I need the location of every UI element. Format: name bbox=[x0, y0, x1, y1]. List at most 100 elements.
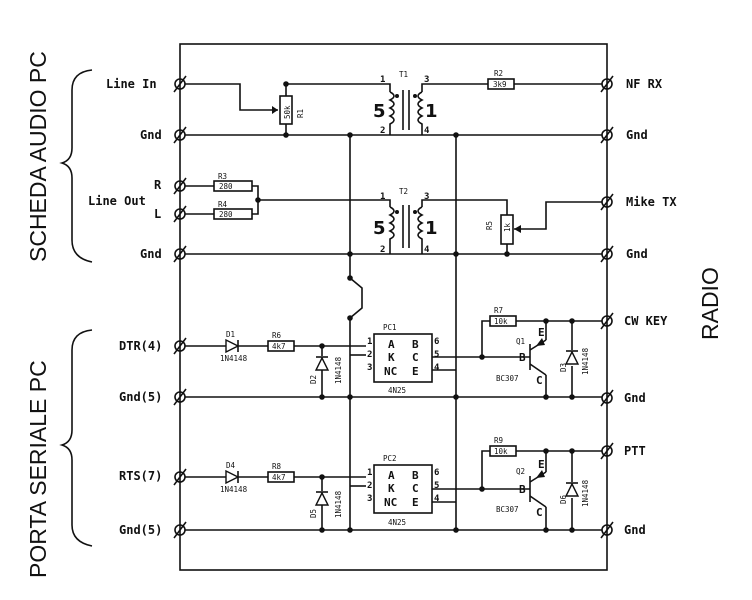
q1-e: E bbox=[538, 326, 545, 339]
r9-value: 10k bbox=[494, 447, 508, 456]
d5-diode: D5 1N4148 bbox=[309, 490, 343, 518]
pc1-optocoupler: PC1 1 2 3 6 5 4 A K NC B C E 4N25 bbox=[367, 323, 440, 395]
d1-ref: D1 bbox=[226, 330, 235, 339]
pc2-ref: PC2 bbox=[383, 454, 397, 463]
side-label-radio: RADIO bbox=[697, 267, 723, 340]
d4-diode: D4 1N4148 bbox=[220, 461, 248, 494]
pc2-k: K bbox=[388, 482, 395, 495]
r8-resistor: 4k7 R8 bbox=[267, 462, 295, 483]
junctions bbox=[255, 81, 575, 533]
terminal-rgnd3 bbox=[600, 389, 614, 407]
pc2-a: A bbox=[388, 469, 395, 482]
terminal-gnd5a bbox=[173, 388, 187, 406]
q2-e: E bbox=[538, 458, 545, 471]
term-rgnd1-label: Gnd bbox=[626, 128, 648, 142]
term-cw-key-label: CW KEY bbox=[624, 314, 668, 328]
pc2-e: E bbox=[412, 496, 419, 509]
r3-value: 280 bbox=[219, 182, 233, 191]
terminal-ptt bbox=[600, 442, 614, 460]
terminal-gnd5b bbox=[173, 521, 187, 539]
term-gnd1-label: Gnd bbox=[140, 128, 162, 142]
r4-resistor: 280 R4 bbox=[213, 200, 253, 220]
pc2-pin6: 6 bbox=[434, 468, 439, 478]
t2-pin4: 4 bbox=[424, 245, 430, 255]
r1-ref: R1 bbox=[296, 109, 305, 118]
t1-transformer: T1 1 2 3 4 5 1 bbox=[373, 70, 438, 136]
r3-ref: R3 bbox=[218, 172, 227, 181]
d6-part: 1N4148 bbox=[581, 479, 590, 507]
terminal-nf-rx bbox=[600, 75, 614, 93]
term-line-in-label: Line In bbox=[106, 77, 157, 91]
terminal-dtr bbox=[173, 337, 187, 355]
term-gnd2-label: Gnd bbox=[140, 247, 162, 261]
term-nf-rx-label: NF RX bbox=[626, 77, 663, 91]
term-mike-tx-label: Mike TX bbox=[626, 195, 677, 209]
term-ptt-label: PTT bbox=[624, 444, 646, 458]
t1-pin4: 4 bbox=[424, 126, 430, 136]
r3-resistor: 280 R3 bbox=[213, 172, 253, 192]
q1-c: C bbox=[536, 374, 543, 387]
d3-part: 1N4148 bbox=[581, 347, 590, 375]
terminal-cw-key bbox=[600, 312, 614, 330]
t1-pin2: 2 bbox=[380, 126, 385, 136]
r6-resistor: 4k7 R6 bbox=[267, 331, 295, 352]
pc1-pin4: 4 bbox=[434, 363, 440, 373]
terminal-mike-tx bbox=[600, 193, 614, 211]
pc2-b: B bbox=[412, 469, 419, 482]
r1-potentiometer: 50k R1 bbox=[272, 95, 305, 125]
wiring bbox=[185, 83, 602, 531]
t1-ratio-right: 1 bbox=[425, 101, 438, 122]
r2-ref: R2 bbox=[494, 69, 503, 78]
r1-value: 50k bbox=[283, 105, 292, 119]
r2-value: 3k9 bbox=[493, 80, 507, 89]
pc2-pin2: 2 bbox=[367, 481, 372, 491]
d6-ref: D6 bbox=[559, 494, 568, 504]
terminal-gnd2 bbox=[173, 245, 187, 263]
t2-transformer: T2 1 2 3 4 5 1 bbox=[373, 187, 438, 255]
q1-transistor: Q1 B E C BC307 bbox=[496, 326, 547, 387]
pc1-pin1: 1 bbox=[367, 337, 372, 347]
d4-ref: D4 bbox=[226, 461, 236, 470]
r6-value: 4k7 bbox=[272, 342, 286, 351]
terminal-rgnd1 bbox=[600, 126, 614, 144]
terminal-line-in bbox=[173, 75, 187, 93]
d5-ref: D5 bbox=[309, 509, 318, 518]
t1-ref: T1 bbox=[399, 70, 408, 79]
term-dtr-label: DTR(4) bbox=[119, 339, 162, 353]
t2-pin2: 2 bbox=[380, 245, 385, 255]
r9-resistor: 10k R9 bbox=[489, 436, 517, 457]
r6-ref: R6 bbox=[272, 331, 282, 340]
d1-diode: D1 1N4148 bbox=[220, 330, 248, 363]
pc2-optocoupler: PC2 1 2 3 6 5 4 A K NC B C E 4N25 bbox=[367, 454, 440, 527]
r7-value: 10k bbox=[494, 317, 508, 326]
r7-resistor: 10k R7 bbox=[489, 306, 517, 327]
pc1-ref: PC1 bbox=[383, 323, 397, 332]
pc2-pin1: 1 bbox=[367, 468, 372, 478]
pc1-part: 4N25 bbox=[388, 386, 406, 395]
r8-ref: R8 bbox=[272, 462, 282, 471]
term-rgnd4-label: Gnd bbox=[624, 523, 646, 537]
t1-pin3: 3 bbox=[424, 75, 429, 85]
r5-ref: R5 bbox=[485, 221, 494, 230]
pc2-pin4: 4 bbox=[434, 494, 440, 504]
term-rgnd2-label: Gnd bbox=[626, 247, 648, 261]
terminal-r bbox=[173, 177, 187, 195]
q2-b: B bbox=[519, 483, 526, 496]
d3-ref: D3 bbox=[559, 363, 568, 372]
pc2-part: 4N25 bbox=[388, 518, 406, 527]
r4-value: 280 bbox=[219, 210, 233, 219]
d2-part: 1N4148 bbox=[334, 356, 343, 384]
term-rts-label: RTS(7) bbox=[119, 469, 162, 483]
brace-audio bbox=[59, 69, 93, 263]
r9-ref: R9 bbox=[494, 436, 503, 445]
pc2-nc: NC bbox=[384, 496, 397, 509]
r5-value: 1k bbox=[503, 222, 512, 232]
terminal-l bbox=[173, 205, 187, 223]
term-line-out-label: Line Out bbox=[88, 194, 146, 208]
q2-transistor: Q2 B E C BC307 bbox=[496, 458, 547, 519]
pc2-c: C bbox=[412, 482, 419, 495]
r2-resistor: 3k9 R2 bbox=[487, 69, 515, 90]
brace-serial bbox=[59, 329, 93, 547]
term-l-label: L bbox=[154, 207, 161, 221]
pc2-pin3: 3 bbox=[367, 494, 372, 504]
